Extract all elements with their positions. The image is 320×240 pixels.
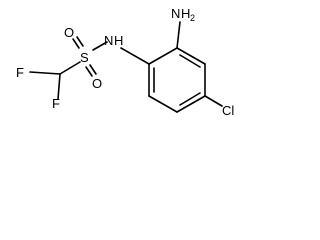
- bond-s-o-top-a: [76, 36, 84, 47]
- bond-ring-nh2: [176, 21, 181, 49]
- bonds: [29, 21, 223, 113]
- bond-s-c: [59, 61, 81, 75]
- atom-labels: N H 2 N H S O O F F Cl: [16, 6, 234, 118]
- bond-s-o-bottom-b: [85, 66, 93, 77]
- amide-h-label: H: [114, 33, 123, 48]
- chemical-structure: N H 2 N H S O O F F Cl: [16, 6, 234, 118]
- bond-s-o-bottom-a: [89, 64, 97, 75]
- bond-c-f-left: [29, 71, 61, 75]
- oxygen-bottom-label: O: [92, 76, 102, 91]
- fluorine-bottom-label: F: [52, 96, 60, 111]
- chlorine-label: Cl: [222, 103, 234, 118]
- bond-ring-cl: [204, 95, 223, 107]
- bond-s-o-top-b: [72, 38, 80, 49]
- amide-n-label: N: [104, 33, 113, 48]
- amine-h-label: H: [181, 6, 190, 21]
- ring-double-1: [179, 54, 201, 68]
- amine-n-label: N: [171, 6, 180, 21]
- bond-ring-nh: [120, 47, 150, 65]
- amine-subscript-label: 2: [190, 13, 195, 23]
- ring-double-2: [179, 92, 201, 106]
- bond-nh-s: [92, 41, 108, 51]
- ring-bond-2: [176, 47, 206, 65]
- oxygen-top-label: O: [64, 25, 74, 40]
- ring-bond-5: [148, 95, 178, 113]
- sulfur-label: S: [80, 50, 89, 65]
- structure-canvas: N H 2 N H S O O F F Cl: [0, 0, 260, 137]
- fluorine-left-label: F: [16, 65, 24, 80]
- ring-bond-1: [148, 47, 178, 65]
- bond-c-f-bottom: [57, 73, 61, 100]
- ring-bond-4: [176, 95, 206, 113]
